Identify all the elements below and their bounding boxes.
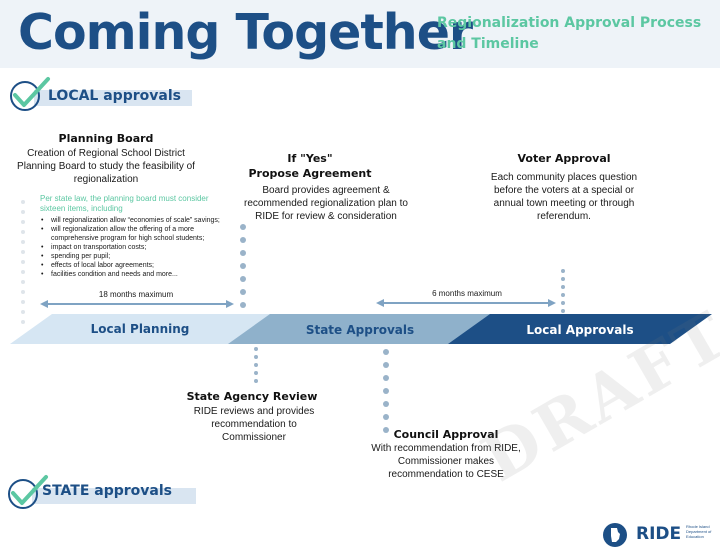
dotted-connector-planning	[21, 200, 25, 324]
propose-description: Board provides agreement & recommended r…	[244, 185, 408, 222]
ride-logo: RIDE Rhode Island Department of Educatio…	[600, 520, 714, 550]
span-label-18-months: 18 months maximum	[98, 290, 174, 299]
state-approvals-heading: STATE approvals	[42, 483, 172, 499]
logo-wordmark: RIDE	[636, 524, 682, 544]
phase-state-approvals	[228, 314, 492, 344]
checkmark-icon	[8, 475, 48, 509]
span-arrow-6-months	[376, 299, 556, 307]
local-approvals-band	[34, 90, 192, 106]
list-item: will regionalization allow the offering …	[40, 225, 232, 243]
propose-title-line1: If "Yes"	[287, 152, 333, 165]
planning-board-description: Creation of Regional School District Pla…	[17, 148, 195, 185]
header-banner: Coming Together Regionalization Approval…	[0, 0, 720, 68]
list-item: will regionalization allow “economies of…	[40, 216, 232, 225]
span-label-6-months: 6 months maximum	[432, 289, 502, 298]
phase-label-local-planning: Local Planning	[90, 322, 190, 336]
council-approval-title: Council Approval	[393, 428, 499, 441]
dotted-connector-voter	[561, 269, 565, 313]
voter-approval-title: Voter Approval	[517, 152, 611, 165]
planning-board-title: Planning Board	[58, 132, 154, 145]
phase-local-approvals	[448, 314, 712, 344]
dotted-connector-propose	[240, 224, 246, 308]
page-subtitle: Regionalization Approval Process and Tim…	[437, 15, 702, 52]
phase-label-state-approvals: State Approvals	[305, 323, 415, 337]
list-item: effects of local labor agreements;	[40, 261, 232, 270]
rhode-island-map-icon	[603, 523, 627, 547]
state-agency-review-title: State Agency Review	[186, 390, 318, 403]
state-agency-review-description: RIDE reviews and provides recommendation…	[193, 406, 315, 443]
planning-board-items: will regionalization allow “economies of…	[40, 216, 232, 279]
state-approvals-band	[32, 488, 196, 504]
list-item: impact on transportation costs;	[40, 243, 232, 252]
page-title: Coming Together	[18, 4, 473, 61]
dotted-connector-council	[383, 349, 389, 433]
list-item: facilities condition and needs and more.…	[40, 270, 232, 279]
voter-approval-description: Each community places question before th…	[490, 172, 638, 222]
council-approval-description: With recommendation from RIDE, Commissio…	[371, 443, 521, 480]
list-item: spending per pupil;	[40, 252, 232, 261]
propose-title-line2: Propose Agreement	[248, 167, 372, 180]
dotted-connector-state-review	[254, 347, 258, 383]
phase-local-planning	[10, 314, 292, 344]
local-approvals-heading: LOCAL approvals	[48, 88, 181, 104]
planning-board-note: Per state law, the planning board must c…	[40, 194, 209, 213]
span-arrow-18-months	[40, 300, 234, 308]
phase-label-local-approvals: Local Approvals	[526, 323, 634, 337]
checkmark-icon	[10, 77, 50, 111]
logo-subtitle: Rhode Island Department of Education	[686, 524, 712, 539]
